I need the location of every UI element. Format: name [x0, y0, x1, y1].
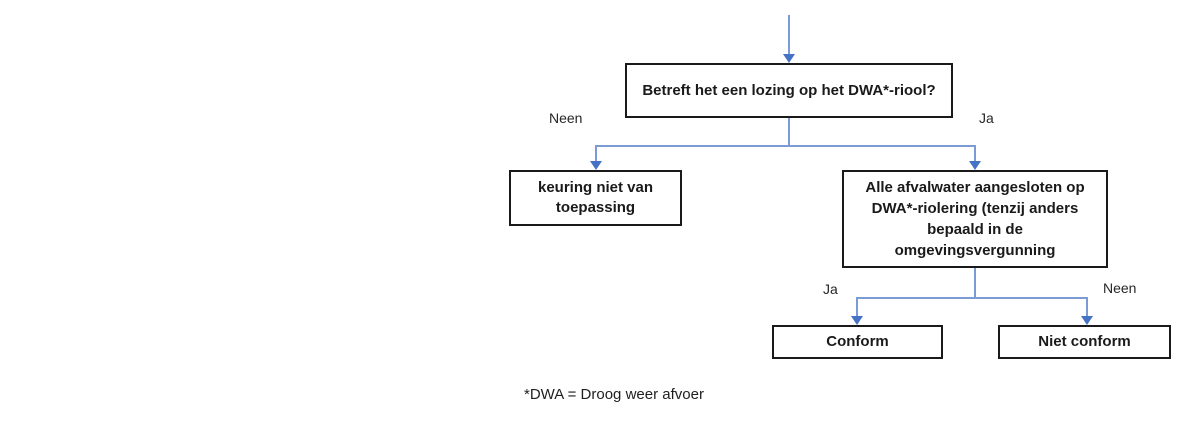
node-afvalwater-aangesloten: Alle afvalwater aangesloten op DWA*-riol… — [842, 170, 1108, 268]
connector-branch1-right-drop — [974, 145, 976, 162]
footnote-dwa-definition: *DWA = Droog weer afvoer — [524, 386, 704, 403]
connector-branch2-left-drop — [856, 297, 858, 316]
node-keuring-niet-van-toepassing: keuring niet van toepassing — [509, 170, 682, 226]
edge-label-ja-top: Ja — [979, 110, 994, 126]
connector-branch1-left-drop — [595, 145, 597, 162]
edge-label-neen-bottom: Neen — [1103, 280, 1137, 296]
node-conform-label: Conform — [826, 333, 889, 350]
node-keuring-label: keuring niet van toepassing — [537, 179, 654, 216]
arrowhead-to-conform-icon — [851, 316, 863, 325]
node-conform: Conform — [772, 325, 943, 359]
connector-entry-line — [788, 15, 790, 56]
edge-label-neen-top: Neen — [549, 110, 583, 126]
arrowhead-to-niet-conform-icon — [1081, 316, 1093, 325]
node-decision-dwa-lozing: Betreft het een lozing op het DWA*-riool… — [625, 63, 953, 118]
connector-branch2-horizontal — [856, 297, 1088, 299]
node-niet-conform-label: Niet conform — [1038, 333, 1131, 350]
connector-branch1-horizontal — [595, 145, 976, 147]
node-decision-dwa-lozing-label: Betreft het een lozing op het DWA*-riool… — [642, 81, 936, 99]
connector-decision1-stub — [788, 118, 790, 146]
arrowhead-to-keuring-icon — [590, 161, 602, 170]
node-afvalwater-aangesloten-label: Alle afvalwater aangesloten op DWA*-riol… — [865, 179, 1085, 259]
edge-label-ja-bottom: Ja — [823, 281, 838, 297]
arrowhead-entry-icon — [783, 54, 795, 63]
connector-branch2-right-drop — [1086, 297, 1088, 316]
arrowhead-to-aangesloten-icon — [969, 161, 981, 170]
node-niet-conform: Niet conform — [998, 325, 1171, 359]
connector-decision2-stub — [974, 268, 976, 298]
